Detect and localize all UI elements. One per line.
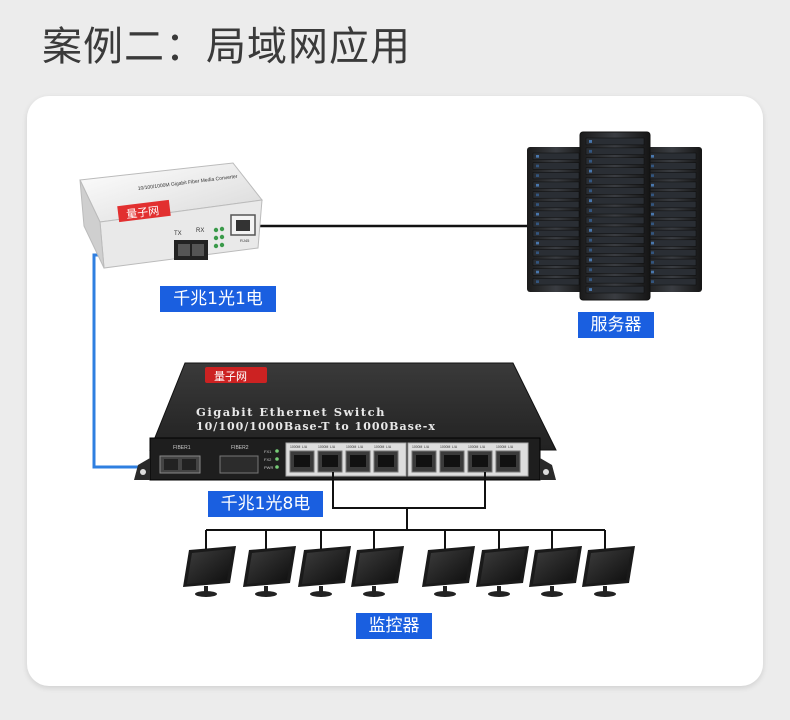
switch-brand-logo: 量子网 xyxy=(214,370,247,383)
switch-fiber2-port xyxy=(219,455,259,474)
switch-port-label: L/A xyxy=(330,445,336,449)
monitor xyxy=(243,546,296,597)
switch-port-label: 1000M xyxy=(290,445,301,449)
switch-port-label: 1000M xyxy=(468,445,479,449)
monitor-cabling xyxy=(205,472,606,550)
switch-port-label: L/A xyxy=(480,445,486,449)
gigabit-switch: 量子网 Gigabit Ethernet Switch 10/100/1000B… xyxy=(134,362,557,481)
switch-led-label: FX2 xyxy=(264,457,272,462)
monitor xyxy=(422,546,475,597)
switch-port-label: L/A xyxy=(358,445,364,449)
server-label: 服务器 xyxy=(578,312,654,338)
converter-rj45-label: RJ45 xyxy=(240,238,250,243)
switch-label: 千兆1光8电 xyxy=(208,491,323,517)
switch-port-label: L/A xyxy=(508,445,514,449)
switch-title-line2: 10/100/1000Base-T to 1000Base-x xyxy=(196,420,436,433)
switch-port-label: 1000M xyxy=(440,445,451,449)
switch-port-label: 1000M xyxy=(374,445,385,449)
switch-led-label: FX1 xyxy=(264,449,272,454)
switch-port-label: 1000M xyxy=(318,445,329,449)
switch-port-label: 1000M xyxy=(346,445,357,449)
converter-label: 千兆1光1电 xyxy=(160,286,276,312)
monitor-label: 监控器 xyxy=(356,613,432,639)
switch-port-label: 1000M xyxy=(412,445,423,449)
converter-tx-label: TX xyxy=(174,231,182,237)
server-rack-left xyxy=(527,147,585,292)
switch-title-line1: Gigabit Ethernet Switch xyxy=(196,405,386,419)
switch-port-label: L/A xyxy=(302,445,308,449)
switch-status-leds: FX1 FX2 PWR xyxy=(264,449,279,470)
monitor xyxy=(351,546,404,597)
switch-led-label: PWR xyxy=(264,465,273,470)
page-title: 案例二：局域网应用 xyxy=(42,24,411,70)
monitor xyxy=(476,546,529,597)
switch-fiber2-label: FIBER2 xyxy=(231,445,249,451)
server-rack-right xyxy=(642,147,702,292)
monitor xyxy=(529,546,582,597)
monitor xyxy=(183,546,236,597)
switch-port-label: L/A xyxy=(424,445,430,449)
server-rack-center xyxy=(579,131,651,301)
server-rack-group xyxy=(527,131,702,301)
switch-port-label: L/A xyxy=(452,445,458,449)
converter-brand-logo: 量子网 xyxy=(126,204,160,221)
monitor-group xyxy=(183,546,635,597)
monitor xyxy=(298,546,351,597)
converter-led-group xyxy=(213,226,225,249)
monitor xyxy=(582,546,635,597)
media-converter: 10/100/1000M Gigabit Fiber Media Convert… xyxy=(79,162,263,269)
switch-fiber1-label: FIBER1 xyxy=(173,445,191,451)
converter-rx-label: RX xyxy=(196,228,204,234)
switch-port-label: L/A xyxy=(386,445,392,449)
switch-port-label: 1000M xyxy=(496,445,507,449)
